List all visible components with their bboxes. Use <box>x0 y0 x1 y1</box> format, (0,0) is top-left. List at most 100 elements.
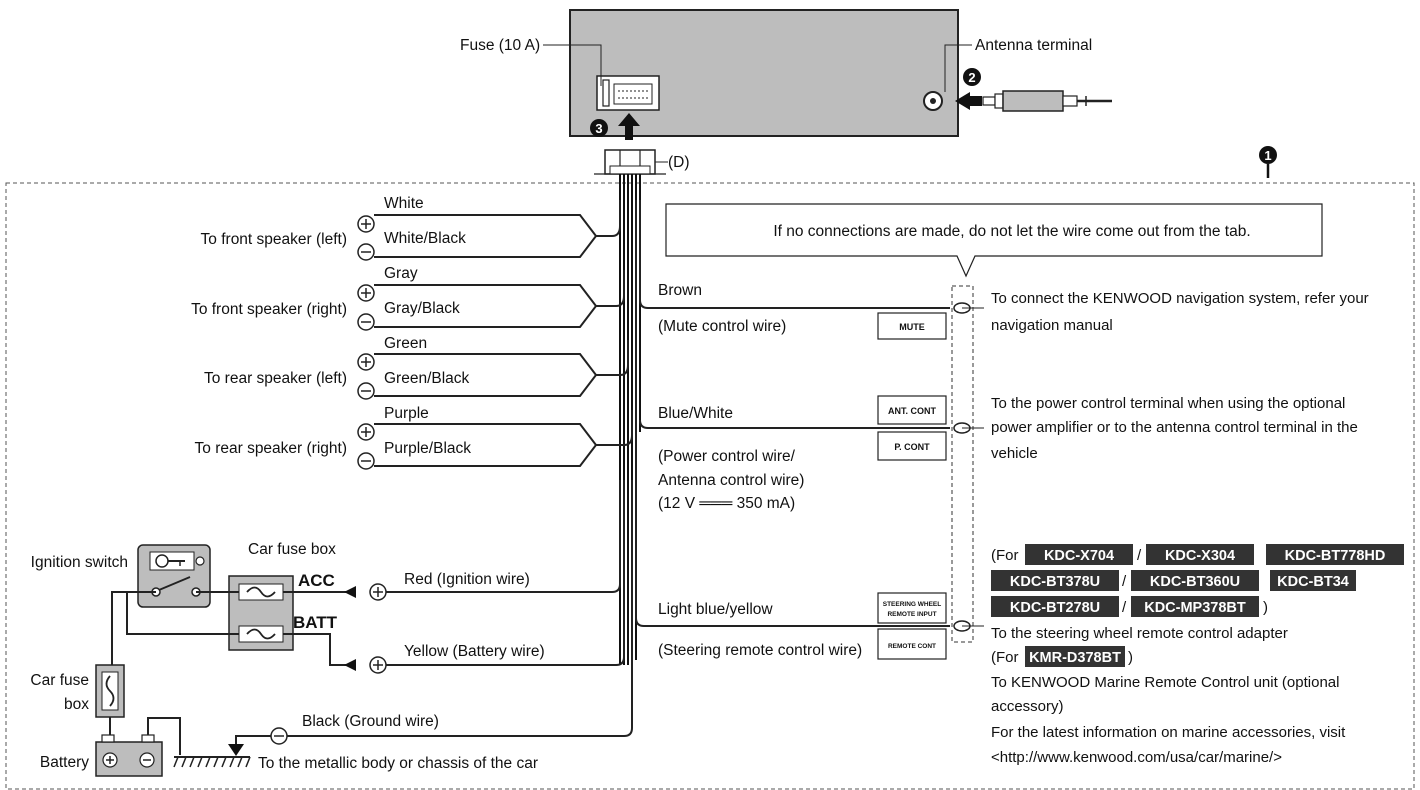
yellow-battery-wire: Yellow (Battery wire) <box>344 480 625 674</box>
speaker-rear-left: To rear speaker (left) Green Green/Black <box>204 335 629 400</box>
mute-info-2: navigation manual <box>991 317 1113 334</box>
model-badge: KDC-X304 <box>1165 548 1235 564</box>
plus-wire-label: Green <box>384 335 427 352</box>
remote-wire-desc: (Steering remote control wire) <box>658 642 862 659</box>
mute-info: To connect the KENWOOD navigation system… <box>991 290 1369 307</box>
speaker-front-right: To front speaker (right) Gray Gray/Black <box>191 265 625 331</box>
antenna-terminal-label: Antenna terminal <box>975 37 1092 54</box>
fuse-label: Fuse (10 A) <box>460 37 540 54</box>
model-badge: KMR-D378BT <box>1029 650 1121 666</box>
svg-text:If no connections are made, do: If no connections are made, do not let t… <box>773 223 1250 240</box>
minus-wire-label: Purple/Black <box>384 440 471 457</box>
svg-text:(For: (For <box>991 547 1019 564</box>
pcont-info: To the power control terminal when using… <box>991 395 1345 412</box>
speaker-rear-right: To rear speaker (right) Purple Purple/Bl… <box>195 405 633 470</box>
batt-label: BATT <box>293 613 338 632</box>
pcont-wire-color: Blue/White <box>658 405 733 422</box>
black-ground-wire: Black (Ground wire) <box>228 480 633 756</box>
svg-text:): ) <box>1263 599 1268 616</box>
step-1-badge: 1 <box>1259 146 1277 178</box>
svg-text:/: / <box>1137 547 1142 564</box>
ignition-switch: Ignition switch <box>31 544 211 608</box>
plus-wire-label: Gray <box>384 265 418 282</box>
svg-text:Red (Ignition wire): Red (Ignition wire) <box>404 571 530 588</box>
model-badge: KDC-BT34 <box>1277 574 1349 590</box>
speaker-label: To front speaker (left) <box>201 231 347 248</box>
battery: Battery <box>40 734 163 777</box>
svg-text:1: 1 <box>1264 148 1271 163</box>
car-fuse-box-label: Car fuse box <box>248 541 336 558</box>
marine-text-2: accessory) <box>991 698 1064 715</box>
speaker-label: To rear speaker (right) <box>195 440 347 457</box>
pcont-wire-desc-2: Antenna control wire) <box>658 472 804 489</box>
svg-text:): ) <box>1128 649 1133 666</box>
svg-text:3: 3 <box>595 121 602 136</box>
small-fuse-box: Car fuse box <box>30 664 125 718</box>
svg-text:MUTE: MUTE <box>899 322 925 332</box>
remote-wire: Light blue/yellow (Steering remote contr… <box>635 200 984 660</box>
ignition-switch-label: Ignition switch <box>31 554 128 571</box>
antenna-plug-icon <box>955 90 1112 112</box>
model-badge: KDC-BT278U <box>1010 600 1100 616</box>
plus-wire-label: White <box>384 195 424 212</box>
svg-text:Black (Ground wire): Black (Ground wire) <box>302 713 439 730</box>
steering-adapter-text: To the steering wheel remote control ada… <box>991 625 1288 642</box>
svg-text:(For: (For <box>991 649 1019 666</box>
model-list: (For KDC-X704 / KDC-X304 KDC-BT778HD KDC… <box>991 544 1404 766</box>
marine-url: <http://www.kenwood.com/usa/car/marine/> <box>991 749 1282 766</box>
tab-region <box>951 285 974 643</box>
marine-text: To KENWOOD Marine Remote Control unit (o… <box>991 674 1339 691</box>
svg-text:box: box <box>64 696 89 713</box>
latest-info-text: For the latest information on marine acc… <box>991 724 1346 741</box>
pcont-wire: Blue/White (Power control wire/ Antenna … <box>639 395 1358 512</box>
note-callout: If no connections are made, do not let t… <box>665 203 1323 278</box>
minus-wire-label: White/Black <box>384 230 466 247</box>
remote-wire-color: Light blue/yellow <box>658 601 773 618</box>
speaker-label: To front speaker (right) <box>191 301 347 318</box>
model-badge: KDC-X704 <box>1044 548 1114 564</box>
svg-text:ANT. CONT: ANT. CONT <box>888 406 936 416</box>
svg-text:2: 2 <box>968 70 975 85</box>
head-unit <box>569 9 959 137</box>
mute-tag <box>877 312 947 340</box>
svg-text:REMOTE INPUT: REMOTE INPUT <box>887 611 936 618</box>
step-3-badge: 3 <box>590 119 608 137</box>
pcont-info-3: vehicle <box>991 445 1038 462</box>
minus-wire-label: Green/Black <box>384 370 470 387</box>
power-wires <box>109 591 355 755</box>
svg-text:Car fuse: Car fuse <box>30 672 89 689</box>
car-fuse-box: Car fuse box ACC BATT <box>228 541 338 651</box>
svg-text:STEERING WHEEL: STEERING WHEEL <box>883 601 942 608</box>
connector-d-label: (D) <box>668 154 690 171</box>
step-2-badge: 2 <box>963 68 981 86</box>
ant-cont-tag <box>877 395 947 425</box>
steering-wheel-tag <box>877 592 947 624</box>
plus-wire-label: Purple <box>384 405 429 422</box>
key-icon <box>155 554 169 568</box>
chassis-ground-icon <box>173 756 251 768</box>
mute-wire-color: Brown <box>658 282 702 299</box>
pcont-info-2: power amplifier or to the antenna contro… <box>991 419 1358 436</box>
model-badge: KDC-BT778HD <box>1285 548 1386 564</box>
speaker-front-left: To front speaker (left) White White/Blac… <box>201 195 621 261</box>
minus-wire-label: Gray/Black <box>384 300 460 317</box>
svg-text:REMOTE CONT: REMOTE CONT <box>888 643 936 650</box>
svg-text:Yellow (Battery wire): Yellow (Battery wire) <box>404 643 545 660</box>
pcont-wire-desc-3: (12 V ═══ 350 mA) <box>658 495 795 512</box>
svg-text:/: / <box>1122 573 1127 590</box>
p-cont-tag <box>877 431 947 461</box>
battery-label: Battery <box>40 754 89 771</box>
harness-frame <box>5 182 1415 790</box>
model-badge: KDC-MP378BT <box>1144 600 1246 616</box>
acc-label: ACC <box>298 571 335 590</box>
red-ignition-wire: Red (Ignition wire) <box>344 480 621 601</box>
model-badge: KDC-BT360U <box>1150 574 1240 590</box>
remote-cont-tag <box>877 628 947 660</box>
ground-text: To the metallic body or chassis of the c… <box>258 755 538 772</box>
pcont-wire-desc: (Power control wire/ <box>658 448 796 465</box>
step-3-arrow-icon <box>618 113 640 140</box>
mute-wire-desc: (Mute control wire) <box>658 318 786 335</box>
connector-d <box>594 149 666 175</box>
svg-text:/: / <box>1122 599 1127 616</box>
